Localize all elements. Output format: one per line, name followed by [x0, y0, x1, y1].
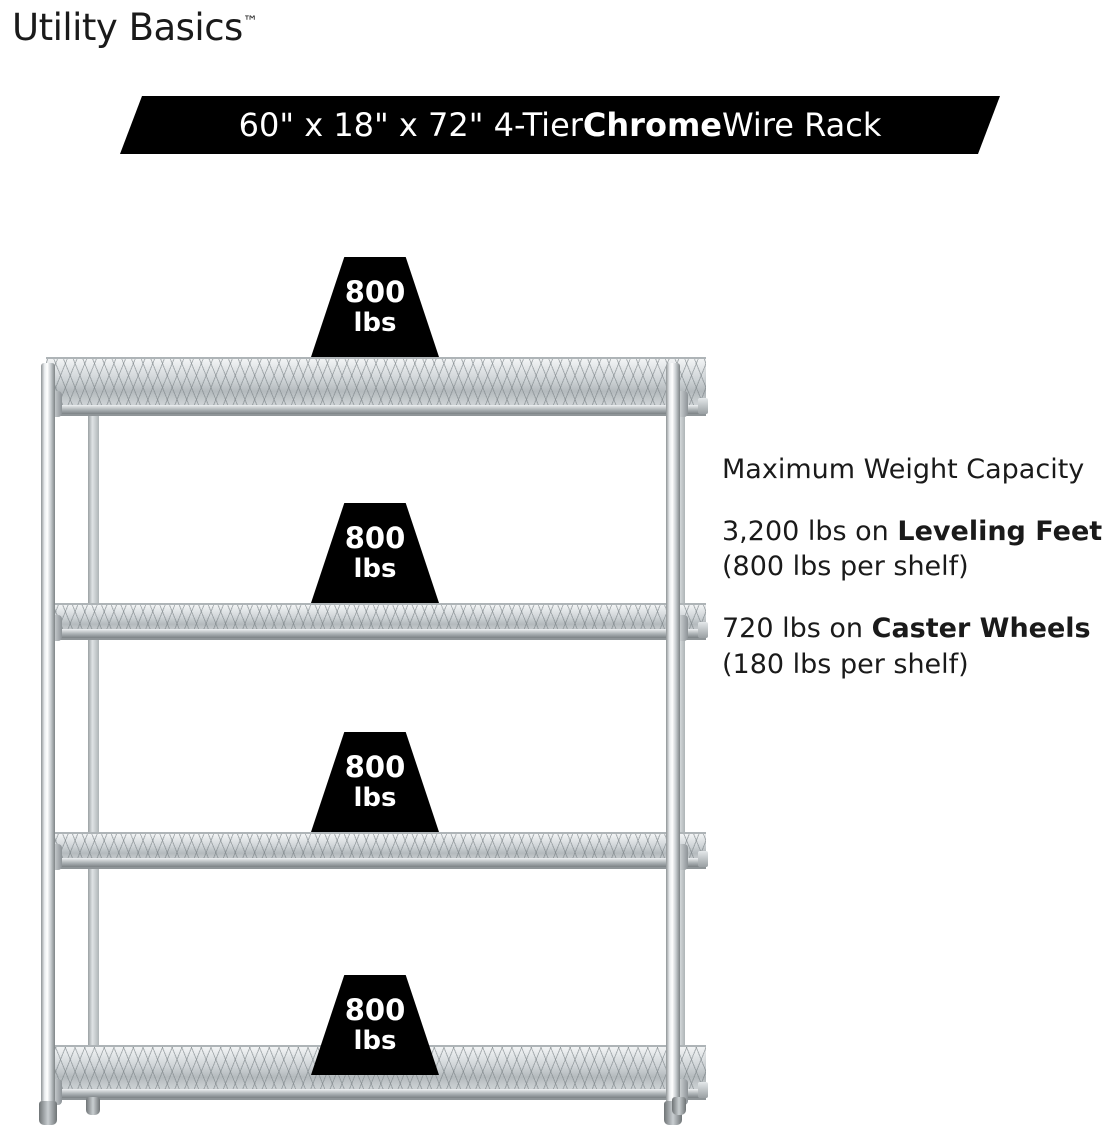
leveling-tail: (800 lbs per shelf) [722, 551, 969, 583]
brand-title: Utility Basics™ [12, 6, 258, 49]
leveling-bold: Leveling Feet [897, 515, 1103, 547]
shelf-tier-2 [44, 603, 708, 640]
capacity-number: 800 [344, 275, 406, 310]
leveling-feet-capacity: 3,200 lbs on Leveling Feet (800 lbs per … [722, 514, 1120, 585]
caster-bold: Caster Wheels [871, 612, 1091, 644]
brand-name: Utility Basics [12, 6, 243, 49]
capacity-unit: lbs [353, 553, 397, 584]
shelf-tier-1 [44, 357, 708, 416]
shelf-side-right [698, 851, 708, 867]
rack-post-front-right [666, 363, 680, 1103]
capacity-unit: lbs [353, 782, 397, 813]
product-banner: 60" x 18" x 72" 4-Tier Chrome Wire Rack [120, 96, 1000, 154]
shelf-side-right [698, 398, 708, 414]
capacity-number: 800 [344, 521, 406, 556]
capacity-number: 800 [344, 750, 406, 785]
caster-tail: (180 lbs per shelf) [722, 648, 969, 680]
leveling-foot-left [39, 1101, 57, 1125]
capacity-number: 800 [344, 993, 406, 1028]
capacity-label-tier-4: 800 lbs [311, 975, 439, 1075]
capacity-heading: Maximum Weight Capacity [722, 454, 1085, 485]
capacity-unit: lbs [353, 1025, 397, 1056]
weight-capacity-info: Maximum Weight Capacity 3,200 lbs on Lev… [722, 452, 1120, 708]
banner-background [120, 96, 1000, 154]
shelf-front-rail [46, 629, 706, 638]
wire-rack-illustration: 800 lbs 800 lbs 800 lbs 800 lbs [38, 257, 708, 1135]
rack-post-front-left [41, 363, 55, 1103]
trademark-symbol: ™ [242, 12, 258, 31]
shelf-deck [46, 357, 706, 416]
shelf-tier-3 [44, 832, 708, 869]
capacity-label-tier-3: 800 lbs [311, 732, 439, 832]
caster-lead: 720 lbs on [722, 612, 872, 644]
banner-suffix: Wire Rack [721, 106, 882, 144]
leveling-foot-back-right [672, 1097, 686, 1115]
shelf-side-right [698, 1082, 708, 1098]
leveling-lead: 3,200 lbs on [722, 515, 898, 547]
banner-prefix: 60" x 18" x 72" 4-Tier [238, 106, 583, 144]
shelf-side-right [698, 622, 708, 638]
capacity-label-tier-1: 800 lbs [311, 257, 439, 357]
leveling-foot-back-left [86, 1097, 100, 1115]
capacity-label-tier-2: 800 lbs [311, 503, 439, 603]
caster-wheels-capacity: 720 lbs on Caster Wheels (180 lbs per sh… [722, 611, 1120, 682]
banner-emphasis: Chrome [582, 106, 722, 144]
banner-text: 60" x 18" x 72" 4-Tier Chrome Wire Rack [120, 96, 1000, 154]
rack-post-back-left [88, 367, 99, 1102]
shelf-front-rail [46, 858, 706, 867]
shelf-front-rail [46, 405, 706, 414]
shelf-front-rail [46, 1089, 706, 1098]
capacity-unit: lbs [353, 307, 397, 338]
